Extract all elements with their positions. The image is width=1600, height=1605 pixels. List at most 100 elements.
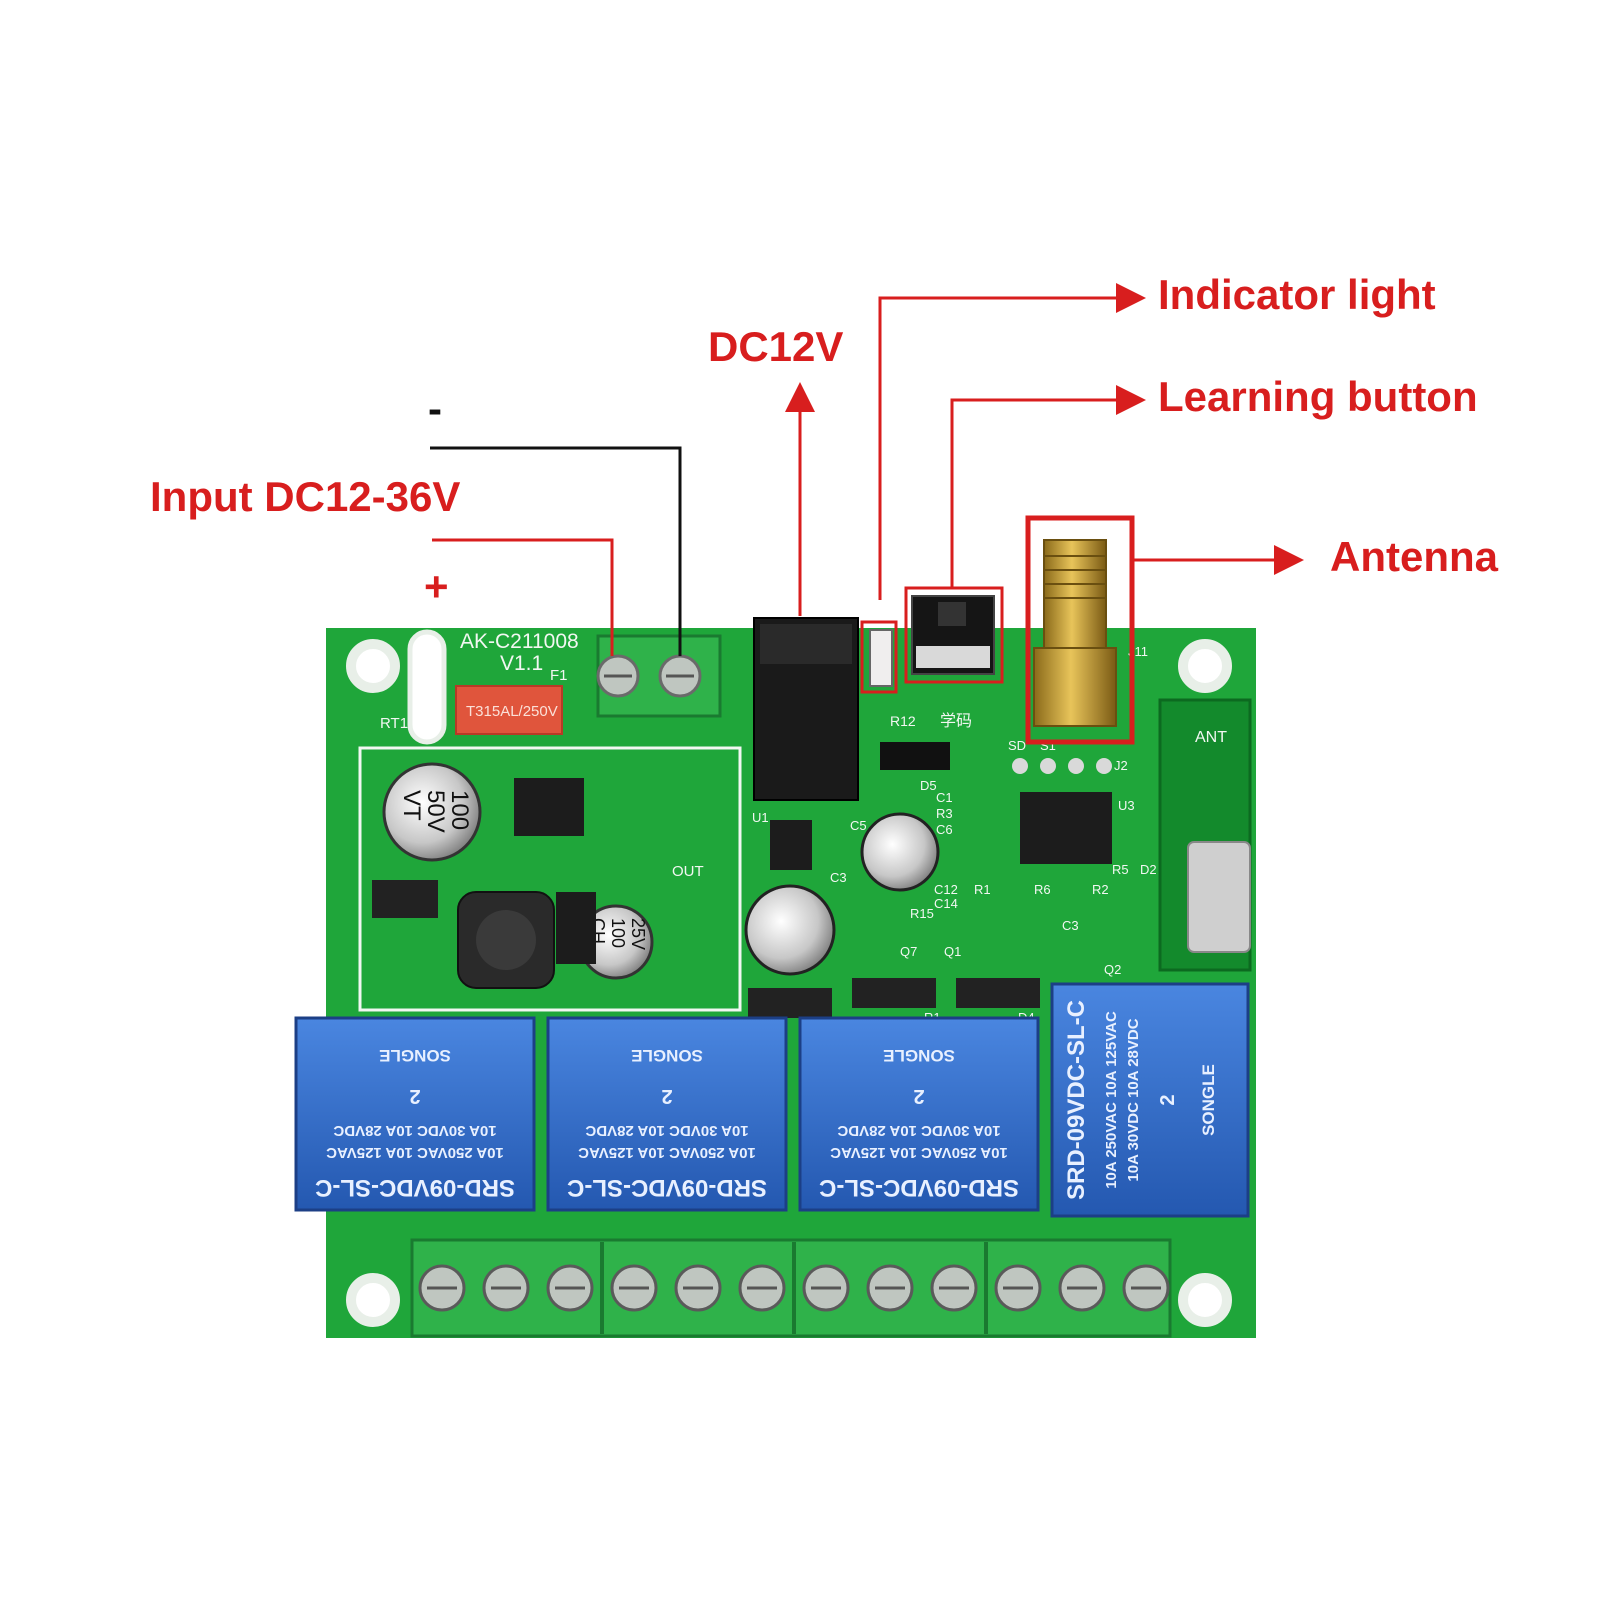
learning-push-button bbox=[911, 595, 995, 675]
terminal-strip-body bbox=[410, 1238, 1172, 1338]
header-pin bbox=[1096, 758, 1112, 774]
relay-body bbox=[546, 1016, 788, 1212]
ic-u1 bbox=[770, 820, 812, 870]
mounting-holes bbox=[346, 629, 1232, 1327]
ref-label: D5 bbox=[920, 778, 937, 793]
ref-label: R5 bbox=[1112, 862, 1129, 877]
relay-rating: 10A 250VAC 10A 125VAC bbox=[578, 1144, 756, 1161]
ic-u3-decoder bbox=[1020, 792, 1112, 864]
button-base bbox=[916, 646, 990, 668]
ref-label: C12 bbox=[934, 882, 958, 897]
learning-button-label: Learning button bbox=[1158, 373, 1478, 420]
relay-group: SRD-09VDC-SL-C 10A 250VAC 10A 125VAC 10A 3… bbox=[294, 982, 1250, 1218]
mounting-hole bbox=[1178, 639, 1232, 693]
relay-body bbox=[798, 1016, 1040, 1212]
relay-rating: 10A 30VDC 10A 28VDC bbox=[837, 1122, 1000, 1139]
ref-label: R1 bbox=[974, 882, 991, 897]
out-label: OUT bbox=[672, 863, 704, 880]
sma-body bbox=[1033, 647, 1117, 727]
relay-rating: 10A 250VAC 10A 125VAC bbox=[830, 1144, 1008, 1161]
input-voltage-label: Input DC12-36V bbox=[150, 473, 461, 520]
mounting-hole bbox=[346, 1273, 400, 1327]
relay-rating: 10A 30VDC 10A 28VDC bbox=[585, 1122, 748, 1139]
board-version: V1.1 bbox=[500, 652, 543, 675]
relay-brand: SONGLE bbox=[631, 1046, 703, 1065]
cap-line: 25V bbox=[628, 918, 648, 950]
ref-label: C6 bbox=[936, 822, 953, 837]
output-terminal-strip bbox=[410, 1238, 1172, 1338]
relay-body bbox=[294, 1016, 536, 1212]
relay-rating: 10A 30VDC 10A 28VDC bbox=[333, 1122, 496, 1139]
header-pin bbox=[1012, 758, 1028, 774]
ref-label: R2 bbox=[1092, 882, 1109, 897]
fuse-text: T315AL/250V bbox=[466, 703, 558, 720]
diode-smd bbox=[748, 988, 832, 1018]
crystal bbox=[1187, 841, 1251, 953]
learn-cn-label: 学码 bbox=[940, 711, 972, 730]
ref-label: R15 bbox=[910, 906, 934, 921]
capacitor-c3 bbox=[744, 884, 836, 976]
relay-mark: 2 bbox=[661, 1085, 672, 1107]
cap-line: 100 bbox=[608, 918, 628, 948]
r12-label: R12 bbox=[890, 713, 916, 729]
ref-label: C14 bbox=[934, 896, 958, 911]
board-model: AK-C211008 bbox=[460, 630, 579, 653]
relay: SRD-09VDC-SL-C 10A 250VAC 10A 125VAC 10A 3… bbox=[1050, 982, 1250, 1218]
ref-label: C5 bbox=[850, 818, 867, 833]
annotations bbox=[430, 283, 1304, 745]
relay-brand: SONGLE bbox=[379, 1046, 451, 1065]
inductor-core bbox=[476, 910, 536, 970]
ground-wire bbox=[430, 446, 682, 656]
antenna-sma-connector bbox=[1033, 539, 1117, 727]
diode-smd bbox=[372, 880, 438, 918]
indicator-led bbox=[869, 629, 893, 687]
minus-sign: - bbox=[428, 385, 442, 432]
relay-mark: 2 bbox=[913, 1085, 924, 1107]
relay: SRD-09VDC-SL-C 10A 250VAC 10A 125VAC 10A 3… bbox=[546, 1016, 788, 1212]
relay-label-group: SRD-09VDC-SL-C 10A 250VAC 10A 125VAC 10A 3… bbox=[819, 1046, 1019, 1201]
antenna-label: Antenna bbox=[1330, 533, 1498, 580]
relay-rating: 10A 250VAC 10A 125VAC bbox=[1103, 1011, 1120, 1189]
cap-line: VT bbox=[398, 790, 425, 821]
dc-jack-front bbox=[760, 624, 852, 664]
ref-label: C3 bbox=[830, 870, 847, 885]
relay-brand: SONGLE bbox=[1199, 1064, 1218, 1136]
sma-barrel bbox=[1043, 539, 1107, 651]
mounting-hole bbox=[346, 639, 400, 693]
cap-body bbox=[382, 762, 482, 862]
relay-model: SRD-09VDC-SL-C bbox=[819, 1174, 1019, 1201]
relay-mark: 2 bbox=[1157, 1094, 1179, 1105]
relay-model: SRD-09VDC-SL-C bbox=[315, 1174, 515, 1201]
relay-mark: 2 bbox=[409, 1085, 420, 1107]
ref-label: C1 bbox=[936, 790, 953, 805]
relay-model: SRD-09VDC-SL-C bbox=[567, 1174, 767, 1201]
fuse-body bbox=[455, 685, 563, 735]
button-cap bbox=[938, 602, 966, 626]
learning-pointer bbox=[950, 385, 1146, 588]
dc12v-label: DC12V bbox=[708, 323, 844, 370]
rt1-label: RT1 bbox=[380, 715, 408, 732]
ref-label: C3 bbox=[1062, 918, 1079, 933]
power-section-outline bbox=[358, 746, 742, 1012]
sma-threads bbox=[1044, 555, 1106, 599]
diode-smd bbox=[852, 978, 936, 1008]
ref-label: R3 bbox=[936, 806, 953, 821]
jumper-header bbox=[880, 742, 950, 770]
fuse: T315AL/250V bbox=[455, 685, 563, 735]
relay-model: SRD-09VDC-SL-C bbox=[1063, 1000, 1090, 1200]
ref-label: U1 bbox=[752, 810, 769, 825]
relay-rating: 10A 30VDC 10A 28VDC bbox=[1125, 1018, 1142, 1181]
ref-label: Q2 bbox=[1104, 962, 1121, 977]
antenna-highlight bbox=[1025, 515, 1135, 745]
slot-hole bbox=[407, 629, 447, 745]
header-pin bbox=[1040, 758, 1056, 774]
relay-label-group: SRD-09VDC-SL-C 10A 250VAC 10A 125VAC 10A 3… bbox=[1063, 1000, 1218, 1200]
cap-line: 50V bbox=[422, 790, 449, 833]
ref-label: D2 bbox=[1140, 862, 1157, 877]
indicator-light-label: Indicator light bbox=[1158, 271, 1436, 318]
input-terminal-block bbox=[596, 634, 722, 718]
ref-label: Q1 bbox=[944, 944, 961, 959]
relay-label-group: SRD-09VDC-SL-C 10A 250VAC 10A 125VAC 10A 3… bbox=[567, 1046, 767, 1201]
